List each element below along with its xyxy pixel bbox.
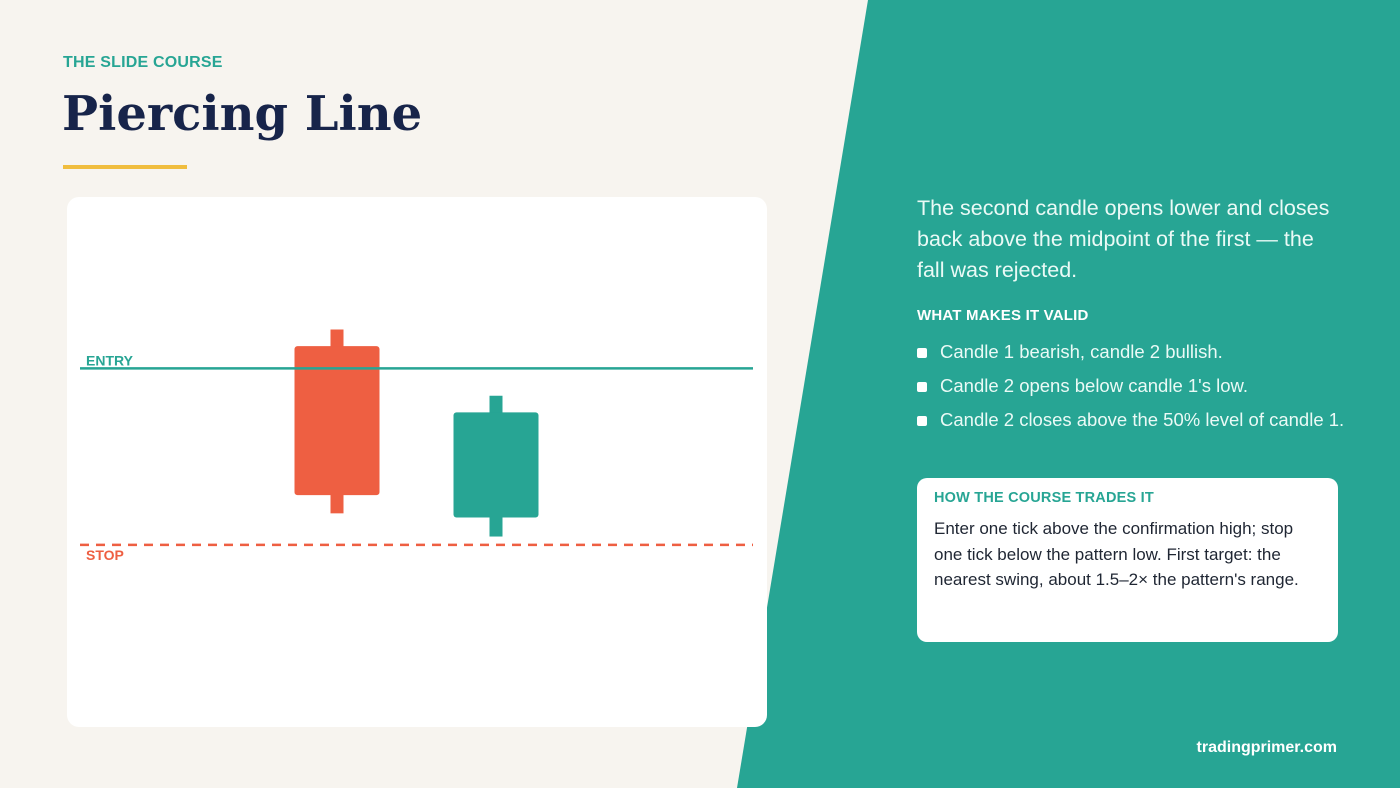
- bullet-icon: [917, 416, 927, 426]
- lead-text: The second candle opens lower and closes…: [917, 196, 1330, 282]
- stop-label: STOP: [86, 547, 124, 563]
- entry-label: ENTRY: [86, 352, 134, 368]
- bullet-icon: [917, 382, 927, 392]
- slide-title: Piercing Line: [62, 86, 423, 142]
- description-panel: The second candle opens lower and closes…: [917, 193, 1347, 440]
- list-item: Candle 2 opens below candle 1's low.: [917, 372, 1347, 399]
- validity-list: Candle 1 bearish, candle 2 bullish. Cand…: [917, 338, 1347, 433]
- candle-1-body: [294, 346, 380, 496]
- valid-section-label: WHAT MAKES IT VALID: [917, 307, 1089, 324]
- pattern-diagram-card: ENTRY STOP: [67, 197, 767, 727]
- list-item-text: Candle 1 bearish, candle 2 bullish.: [940, 341, 1223, 362]
- title-underline: [63, 165, 187, 169]
- bullet-icon: [917, 348, 927, 358]
- trade-rules-label: HOW THE COURSE TRADES IT: [934, 490, 1154, 506]
- candlestick-diagram: ENTRY STOP: [80, 329, 753, 563]
- footer-site: tradingprimer.com: [1196, 739, 1337, 756]
- trade-rules-text: Enter one tick above the confirmation hi…: [934, 519, 1299, 589]
- list-item-text: Candle 2 closes above the 50% level of c…: [940, 409, 1345, 430]
- trade-rules-box: HOW THE COURSE TRADES IT Enter one tick …: [917, 478, 1338, 642]
- list-item: Candle 2 closes above the 50% level of c…: [917, 406, 1347, 433]
- candle-2-body: [453, 412, 539, 518]
- list-item-text: Candle 2 opens below candle 1's low.: [940, 375, 1248, 396]
- list-item: Candle 1 bearish, candle 2 bullish.: [917, 338, 1347, 365]
- course-kicker: THE SLIDE COURSE: [63, 54, 223, 71]
